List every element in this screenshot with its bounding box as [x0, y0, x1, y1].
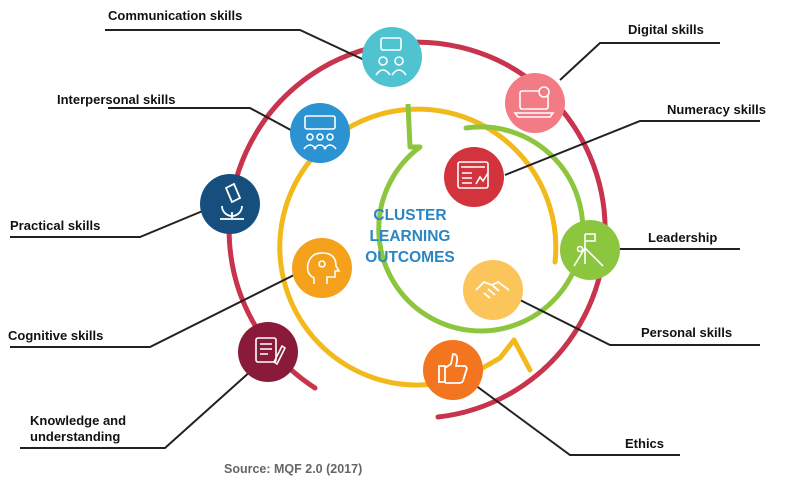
connector-lines — [10, 29, 760, 456]
microscope-icon — [220, 182, 244, 220]
center-title-line1: CLUSTER — [373, 207, 447, 224]
connector-personal — [509, 294, 760, 346]
center-title: CLUSTER LEARNING OUTCOMES — [325, 205, 495, 268]
label-numeracy-skills: Numeracy skills — [667, 102, 767, 117]
middle-ring-tail — [469, 337, 533, 377]
interpersonal-circle — [290, 103, 350, 163]
communication-circle — [362, 27, 422, 87]
label-personal-skills: Personal skills — [641, 325, 733, 340]
label-practical-skills: Practical skills — [10, 218, 101, 233]
ethics-node — [423, 340, 483, 400]
label-digital-skills: Digital skills — [628, 22, 704, 37]
cognitive-skills-node — [292, 238, 352, 298]
connector-communication — [105, 29, 376, 66]
label-ethics: Ethics — [625, 436, 665, 451]
laptop-icon — [513, 86, 555, 118]
source-caption: Source: MQF 2.0 (2017) — [224, 462, 363, 476]
practical-skills-node — [200, 174, 260, 234]
ethics-circle — [423, 340, 483, 400]
label-knowledge-line2: understanding — [30, 429, 121, 444]
leadership-node — [560, 220, 620, 280]
connector-ethics — [474, 384, 680, 456]
chart-screen-icon — [457, 161, 489, 189]
connector-knowledge — [20, 369, 253, 449]
cognitive-circle — [292, 238, 352, 298]
interpersonal-skills-node — [290, 103, 350, 163]
knowledge-circle — [238, 322, 298, 382]
communication-skills-node — [362, 27, 422, 87]
connector-digital — [559, 42, 720, 81]
personal-skills-node — [463, 260, 523, 320]
numeracy-circle — [444, 147, 504, 207]
certificate-scroll-icon — [255, 337, 287, 366]
head-idea-icon — [306, 252, 341, 284]
label-interpersonal-skills: Interpersonal skills — [57, 92, 176, 107]
connector-interpersonal — [108, 107, 301, 136]
middle-ring — [277, 106, 559, 388]
connector-practical — [10, 209, 206, 238]
outer-ring — [226, 39, 608, 420]
connector-cognitive — [10, 271, 301, 348]
digital-circle — [505, 73, 565, 133]
label-communication-skills: Communication skills — [108, 8, 243, 23]
handshake-icon — [475, 280, 510, 299]
label-cognitive-skills: Cognitive skills — [8, 328, 104, 343]
group-meeting-icon — [303, 115, 337, 150]
thumbs-up-icon — [438, 353, 468, 384]
chat-people-icon — [375, 37, 407, 76]
center-title-line2: LEARNING — [369, 228, 451, 245]
label-knowledge-line1: Knowledge and — [30, 413, 127, 428]
digital-skills-node — [505, 73, 565, 133]
numeracy-skills-node — [444, 147, 504, 207]
connector-numeracy — [504, 120, 760, 176]
leadership-circle — [560, 220, 620, 280]
personal-circle — [463, 260, 523, 320]
inner-ring-tail — [405, 103, 420, 150]
flag-summit-icon — [573, 233, 604, 267]
practical-circle — [200, 174, 260, 234]
center-title-line3: OUTCOMES — [365, 249, 455, 266]
label-leadership: Leadership — [648, 230, 718, 245]
knowledge-node — [238, 322, 298, 382]
